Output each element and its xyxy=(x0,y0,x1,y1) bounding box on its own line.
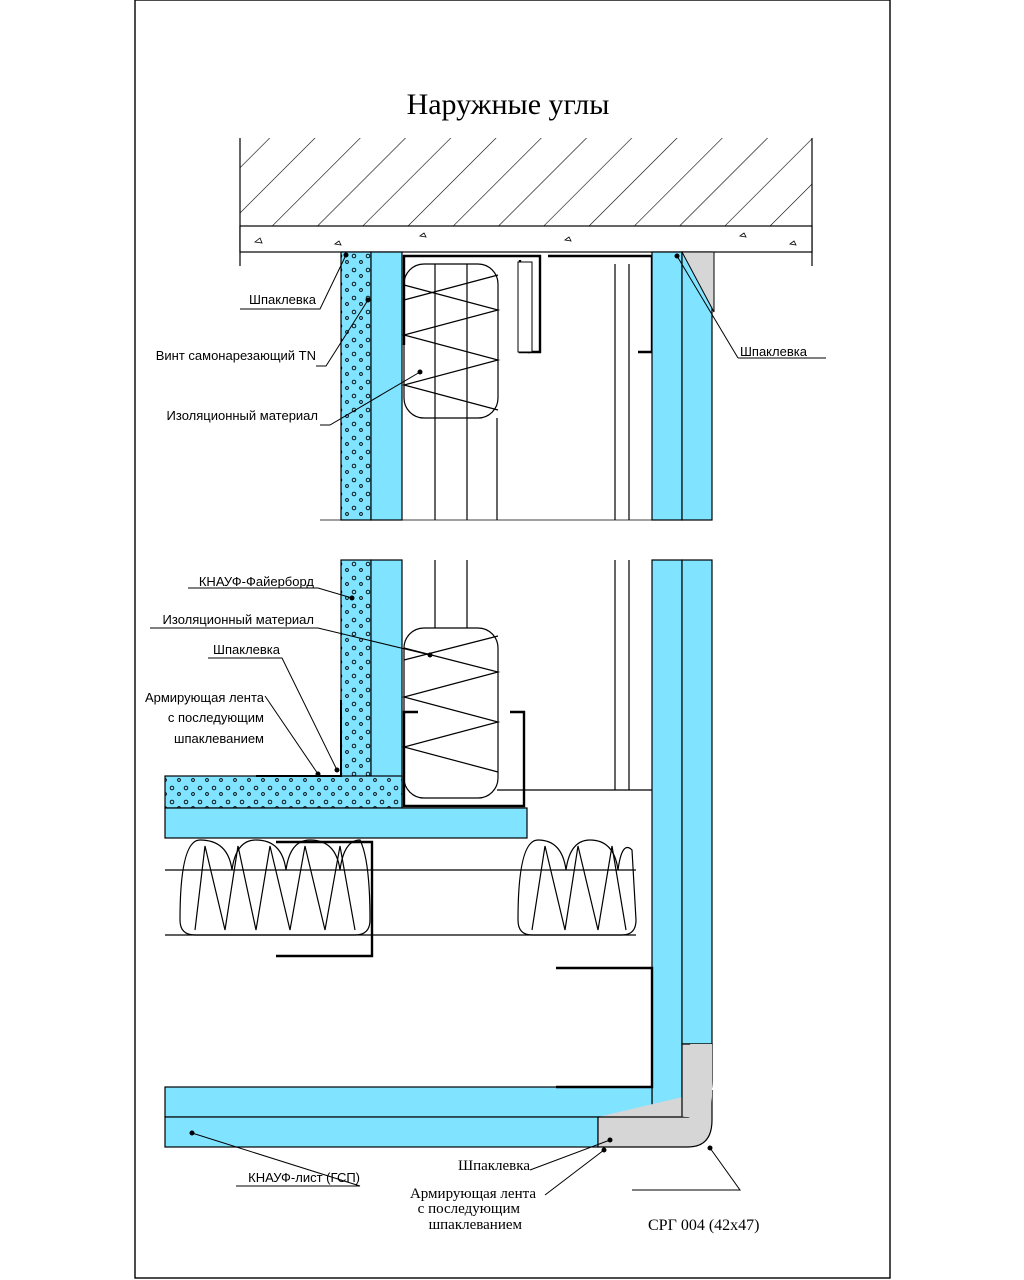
right-corner-wall xyxy=(651,559,713,1119)
label-fireboard: КНАУФ-Файерборд xyxy=(199,574,315,589)
label-insulation-top: Изоляционный материал xyxy=(167,408,318,423)
top-insulation xyxy=(401,263,501,419)
label-tape-bottom-2: с последующим xyxy=(418,1201,521,1217)
middle-left-wall xyxy=(340,559,403,809)
page-title: Наружные углы xyxy=(407,88,610,121)
sheet-frame xyxy=(134,0,891,1279)
bottom-horizontal-wall xyxy=(164,1086,653,1148)
top-left-wall xyxy=(340,251,403,521)
label-insulation-middle: Изоляционный материал xyxy=(163,612,314,627)
label-tape-middle-2: с последующим xyxy=(168,710,264,725)
label-tape-bottom-3: шпаклеванием xyxy=(429,1217,523,1233)
ceiling-slab xyxy=(239,138,813,266)
label-putty-bottom: Шпаклевка xyxy=(458,1158,530,1174)
middle-horizontal-fireboard xyxy=(164,775,528,839)
label-screw: Винт самонарезающий TN xyxy=(156,348,316,363)
label-putty-top-left: Шпаклевка xyxy=(249,292,317,307)
label-board: КНАУФ-лист (ГСП) xyxy=(248,1170,360,1185)
label-tape-middle-3: шпаклеванием xyxy=(174,731,264,746)
label-tape-bottom-1: Армирующая лента xyxy=(410,1186,536,1202)
label-tape-middle-1: Армирующая лента xyxy=(145,690,265,705)
label-putty-top-right: Шпаклевка xyxy=(740,344,808,359)
label-putty-middle: Шпаклевка xyxy=(213,642,281,657)
drawing-code: СРГ 004 (42х47) xyxy=(648,1217,759,1234)
